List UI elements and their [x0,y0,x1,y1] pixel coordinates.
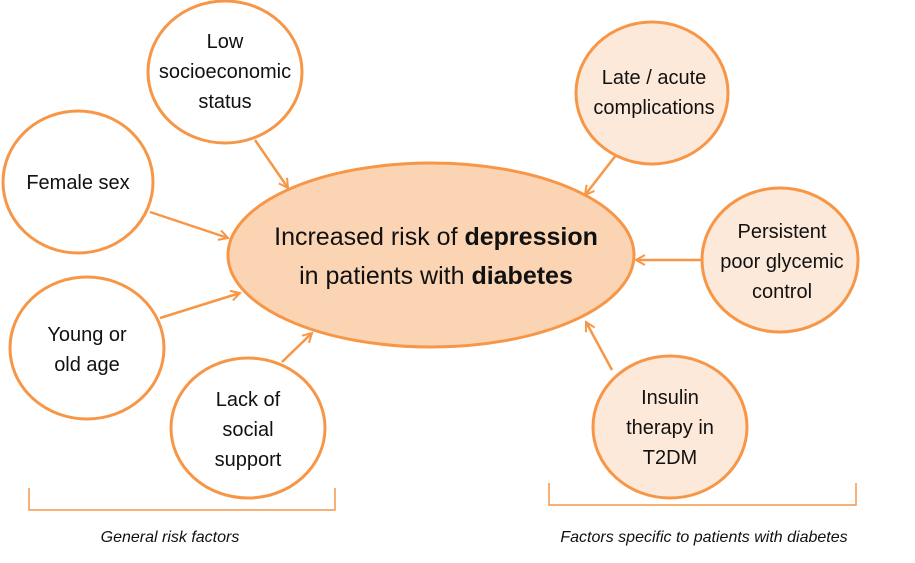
svg-text:Lack of: Lack of [216,389,281,411]
arrow-female-sex [149,210,228,238]
node-glycemic: Persistent poor glycemic control [700,186,860,334]
arrow-insulin [586,322,614,371]
svg-text:socioeconomic: socioeconomic [159,61,291,83]
node-age: Young or old age [8,275,166,421]
node-social-support: Lack of social support [169,356,327,500]
svg-text:complications: complications [593,97,714,119]
node-complications: Late / acute complications [574,20,730,166]
svg-text:therapy in: therapy in [626,417,714,439]
arrow-age [159,293,240,320]
arrow-complications [585,149,621,195]
svg-text:Insulin: Insulin [641,387,699,409]
svg-text:Female sex: Female sex [26,172,129,194]
svg-text:Young or: Young or [47,324,127,346]
svg-text:Late / acute: Late / acute [602,67,707,89]
node-insulin: Insulin therapy in T2DM [591,354,749,500]
central-node: Increased risk of depression in patients… [226,161,636,349]
node-female-sex: Female sex [1,109,155,255]
svg-text:Increased risk of depression: Increased risk of depression [274,223,598,251]
arrow-socioeconomic [253,139,288,188]
svg-text:social: social [222,419,273,441]
specific-bracket [548,483,857,506]
svg-text:Low: Low [207,31,244,53]
general-label: General risk factors [101,529,240,546]
svg-text:old age: old age [54,354,120,376]
arrow-social-support [281,333,312,363]
svg-text:in patients with diabetes: in patients with diabetes [299,262,573,290]
node-socioeconomic: Low socioeconomic status [146,0,304,145]
svg-text:control: control [752,281,812,303]
specific-label: Factors specific to patients with diabet… [560,529,847,546]
svg-text:T2DM: T2DM [643,447,697,469]
svg-text:Persistent: Persistent [738,221,827,243]
svg-text:status: status [198,91,251,113]
svg-text:support: support [215,449,282,471]
arrows [149,139,702,371]
general-bracket [28,488,336,511]
svg-text:poor glycemic: poor glycemic [720,251,843,273]
